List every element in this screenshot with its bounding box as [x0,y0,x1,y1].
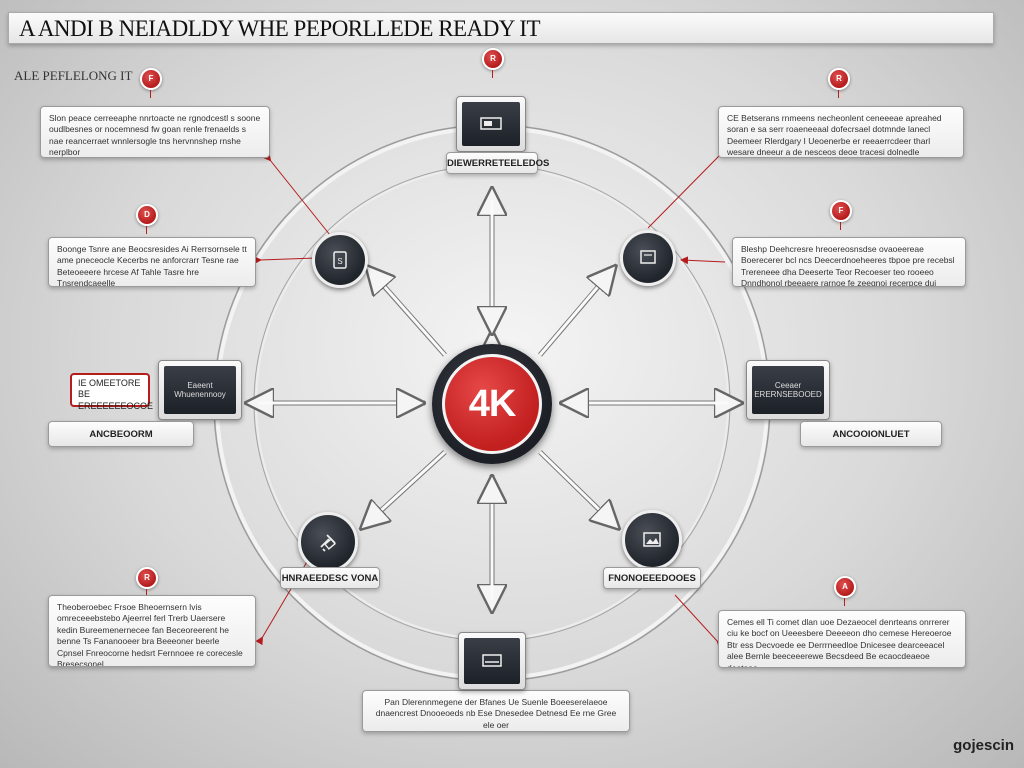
page-subtitle: ALE PEFLELONG IT [14,68,133,83]
image-icon [643,532,661,547]
callout-top-right: CE Betserans rnmeens necheonlent ceneeea… [718,106,964,158]
bottom-monitor [458,632,526,690]
wrench-icon [320,534,336,552]
marker-pin-mid-right: F [830,200,852,230]
callout-top-left: Slon peace cerreeaphe nnrtoacte ne rgnod… [40,106,270,158]
top-monitor-screen [462,102,520,146]
page-title: A ANDI B NEIADLDY WHE PEPORLLEDE READY I… [19,16,541,41]
tablet-icon: S [333,251,347,269]
marker-pin-top-left: F [140,68,162,98]
media-node [622,510,682,570]
center-hub: 4K [432,344,552,464]
watermark: gojescin [953,737,1014,754]
left-monitor: Eaeent Whuenennooy [158,360,242,420]
callout-top-right-text: CE Betserans rnmeens necheonlent ceneeea… [727,113,942,158]
right-monitor: Ceeaer ERERNSEBOOED [746,360,830,420]
callout-bottom-right-text: Cemes ell Ti comet dlan uoe Dezaeocel de… [727,617,952,668]
monitor-icon [640,250,656,264]
callout-bottom-left: Theoberoebec Frsoe Bheoernsern lvis omre… [48,595,256,667]
tools-node [298,512,358,572]
callout-top-left-text: Slon peace cerreeaphe nnrtoacte ne rgnod… [49,113,261,158]
callout-bottom-right: Cemes ell Ti comet dlan uoe Dezaeocel de… [718,610,966,668]
tablet-node: S [312,232,368,288]
right-monitor-text: Ceeaer ERERNSEBOOED [754,381,822,399]
callout-mid-right-text: Bleshp Deehcresre hreoereosnsdse ovaoeer… [741,244,955,287]
svg-text:S: S [337,257,342,266]
bottom-left-node-label: HNRAEEDESC VONA [280,567,380,589]
bottom-monitor-screen [464,638,520,684]
bottom-right-node-label: FNONOEEEDOOES [603,567,701,589]
callout-mid-left: Boonge Tsnre ane Beocsresides Ai Rerrsor… [48,237,256,287]
left-node-tag: IE OMEETORE BE EREEEEEEOCOE [70,373,153,411]
display-icon [482,654,502,667]
callout-bottom-center: Pan Dlerennmegene der Bfanes Ue Suenle B… [362,690,630,732]
screen-node [620,230,676,286]
callout-mid-left-text: Boonge Tsnre ane Beocsresides Ai Rerrsor… [57,244,247,287]
title-bar: A ANDI B NEIADLDY WHE PEPORLLEDE READY I… [8,12,994,44]
marker-pin-mid-left: D [136,204,158,234]
left-monitor-screen: Eaeent Whuenennooy [164,366,236,414]
callout-bottom-left-text: Theoberoebec Frsoe Bheoernsern lvis omre… [57,602,243,667]
left-node-label: ANCBEOORM [48,421,194,447]
marker-pin-bottom-left: R [136,567,158,597]
right-node-label: ANCOOIONLUET [800,421,942,447]
callout-mid-right: Bleshp Deehcresre hreoereosnsdse ovaoeer… [732,237,966,287]
display-icon [480,117,502,130]
marker-pin-top-right: R [828,68,850,98]
top-monitor [456,96,526,152]
marker-pin-bottom-right: A [834,576,856,606]
left-monitor-text: Eaeent Whuenennooy [174,381,226,399]
right-monitor-screen: Ceeaer ERERNSEBOOED [752,366,824,414]
callout-bottom-center-text: Pan Dlerennmegene der Bfanes Ue Suenle B… [375,697,617,730]
center-4k-badge: 4K [442,354,542,454]
marker-pin-top: R [482,48,504,78]
top-node-label: DIEWERRETEELEDOS [446,152,549,174]
